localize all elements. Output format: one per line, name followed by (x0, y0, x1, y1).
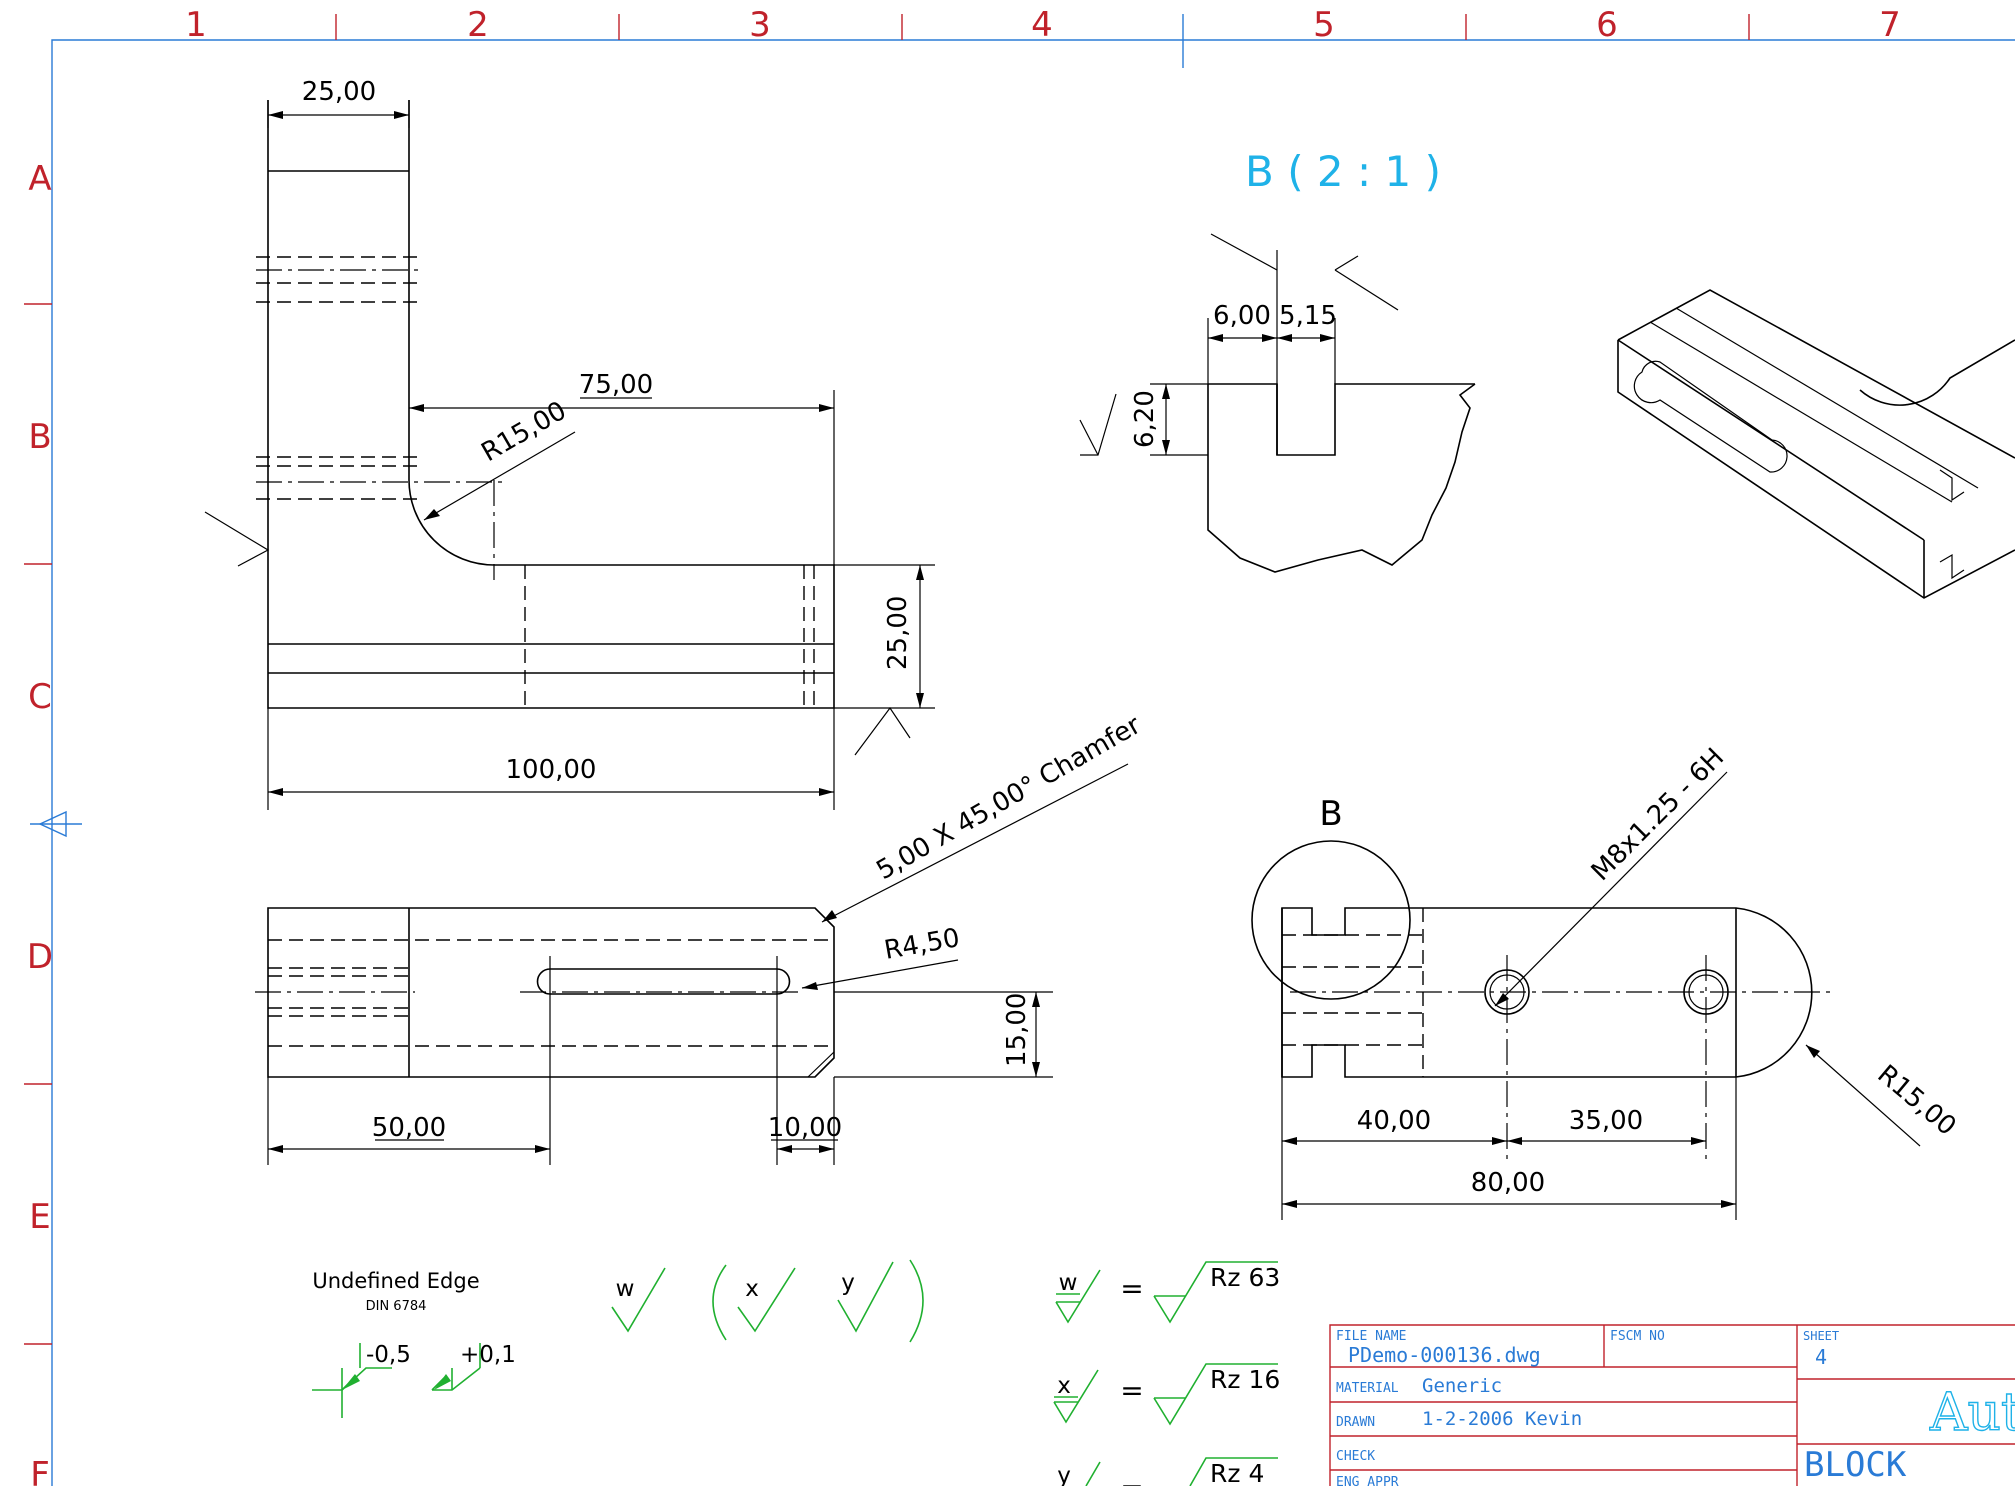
legend-x-rz: Rz 16 (1210, 1365, 1280, 1394)
roughness-icon (1153, 1363, 1278, 1426)
grid-col-4: 4 (1031, 5, 1053, 45)
checkmark-icon (837, 1261, 894, 1333)
surface-x: x (745, 1276, 759, 1302)
center-mark-icon (38, 810, 67, 838)
checkmark-icon (737, 1267, 796, 1333)
checkmark-icon (611, 1267, 666, 1333)
grid-row-f: F (30, 1455, 50, 1486)
dim-80: 80,00 (1471, 1168, 1545, 1198)
drawn-label: DRAWN (1336, 1415, 1375, 1430)
grid-row-ticks (24, 303, 52, 1345)
dim-radius-left: R15,00 (477, 396, 572, 468)
material-value: Generic (1422, 1375, 1502, 1397)
legend-x-eq: = (1120, 1374, 1143, 1407)
surface-w: w (616, 1276, 635, 1302)
legend-y: y (1057, 1463, 1071, 1486)
edge-arrow-icon (342, 1374, 360, 1390)
legend-y-rz: Rz 4 (1210, 1459, 1264, 1486)
dim-75: 75,00 (579, 370, 653, 400)
grid-row-a: A (28, 159, 51, 199)
dim-slot-radius: R4,50 (882, 923, 962, 966)
detail-title: B ( 2 : 1 ) (1245, 147, 1441, 196)
grid-row-b: B (28, 417, 51, 457)
sheet-label: SHEET (1803, 1329, 1839, 1343)
grid-row-c: C (28, 677, 52, 717)
grid-col-1: 1 (185, 5, 207, 45)
dim-50: 50,00 (372, 1113, 446, 1143)
legend-w-rz: Rz 63 (1210, 1263, 1280, 1292)
edge-title: Undefined Edge (312, 1269, 479, 1293)
edge-standard: DIN 6784 (366, 1299, 427, 1314)
detail-view-b: B ( 2 : 1 ) 6,00 5,15 6,20 (1079, 147, 1476, 573)
drawn-value: 1-2-2006 Kevin (1422, 1408, 1582, 1430)
legend-w: w (1059, 1270, 1078, 1296)
dim-detail-515: 5,15 (1279, 301, 1337, 331)
top-view: 5,00 X 45,00° Chamfer R4,50 15,00 50,00 … (255, 710, 1146, 1165)
surface-symbols: w x y w = Rz 63 x = Rz 16 y = Rz 4 (611, 1259, 1280, 1486)
dim-height-25: 25,00 (883, 596, 913, 670)
dim-top-width: 25,00 (302, 77, 376, 107)
thread-callout: M8x1.25 - 6H (1586, 743, 1730, 887)
grid-row-d: D (27, 937, 53, 977)
legend-y-eq: = (1120, 1472, 1143, 1486)
fscm-label: FSCM NO (1610, 1329, 1665, 1344)
edge-minus: -0,5 (366, 1342, 411, 1368)
edge-plus: +0,1 (460, 1342, 516, 1368)
side-view: B M8x1.25 - 6H R15,00 4 (1251, 743, 1962, 1220)
dim-detail-620: 6,20 (1130, 390, 1160, 448)
roughness-icon (1153, 1261, 1278, 1324)
paren-open-icon (712, 1264, 727, 1341)
dim-slot-height: 15,00 (1002, 993, 1032, 1067)
front-view: 25,00 75,00 R15,00 25,00 100,00 (204, 77, 935, 810)
grid-column-ticks (335, 14, 1750, 40)
sheet-border (30, 14, 2015, 1486)
edge-arrow-icon (434, 1374, 451, 1390)
paren-close-icon (909, 1259, 924, 1343)
sheet-value: 4 (1815, 1345, 1827, 1369)
undefined-edge-note: Undefined Edge DIN 6784 -0,5 +0,1 (312, 1269, 516, 1418)
grid-column-labels: 1 2 3 4 5 6 7 (185, 5, 1901, 45)
drawing-title: BLOCK (1804, 1445, 1907, 1485)
file-name-value: PDemo-000136.dwg (1348, 1343, 1541, 1367)
dim-radius-right: R15,00 (1872, 1059, 1962, 1141)
file-name-label: FILE NAME (1336, 1329, 1406, 1344)
check-label: CHECK (1336, 1449, 1375, 1464)
checkmark-icon (1055, 1269, 1101, 1324)
surface-y: y (841, 1270, 855, 1296)
grid-col-5: 5 (1313, 5, 1335, 45)
detail-marker: B (1319, 794, 1342, 834)
legend-w-eq: = (1120, 1272, 1143, 1305)
material-label: MATERIAL (1336, 1381, 1399, 1396)
checkmark-icon (1085, 1461, 1101, 1486)
legend-x: x (1057, 1373, 1071, 1399)
grid-col-7: 7 (1879, 5, 1901, 45)
grid-row-labels: A B C D E F (27, 159, 53, 1486)
roughness-icon (1189, 1457, 1278, 1486)
dim-10: 10,00 (768, 1113, 842, 1143)
eng-appr-label: ENG APPR (1336, 1475, 1399, 1486)
checkmark-icon (1053, 1369, 1099, 1424)
title-block: FILE NAME PDemo-000136.dwg FSCM NO SHEET… (1329, 1324, 2015, 1486)
grid-col-6: 6 (1596, 5, 1618, 45)
isometric-view (1617, 289, 2015, 599)
dim-detail-6: 6,00 (1213, 301, 1271, 331)
grid-col-2: 2 (467, 5, 489, 45)
chamfer-note: 5,00 X 45,00° Chamfer (872, 710, 1147, 886)
grid-row-e: E (29, 1197, 50, 1237)
company-logo: Aut (1929, 1383, 2015, 1443)
dim-35: 35,00 (1569, 1106, 1643, 1136)
grid-col-3: 3 (749, 5, 771, 45)
dim-40: 40,00 (1357, 1106, 1431, 1136)
dim-100: 100,00 (506, 755, 597, 785)
